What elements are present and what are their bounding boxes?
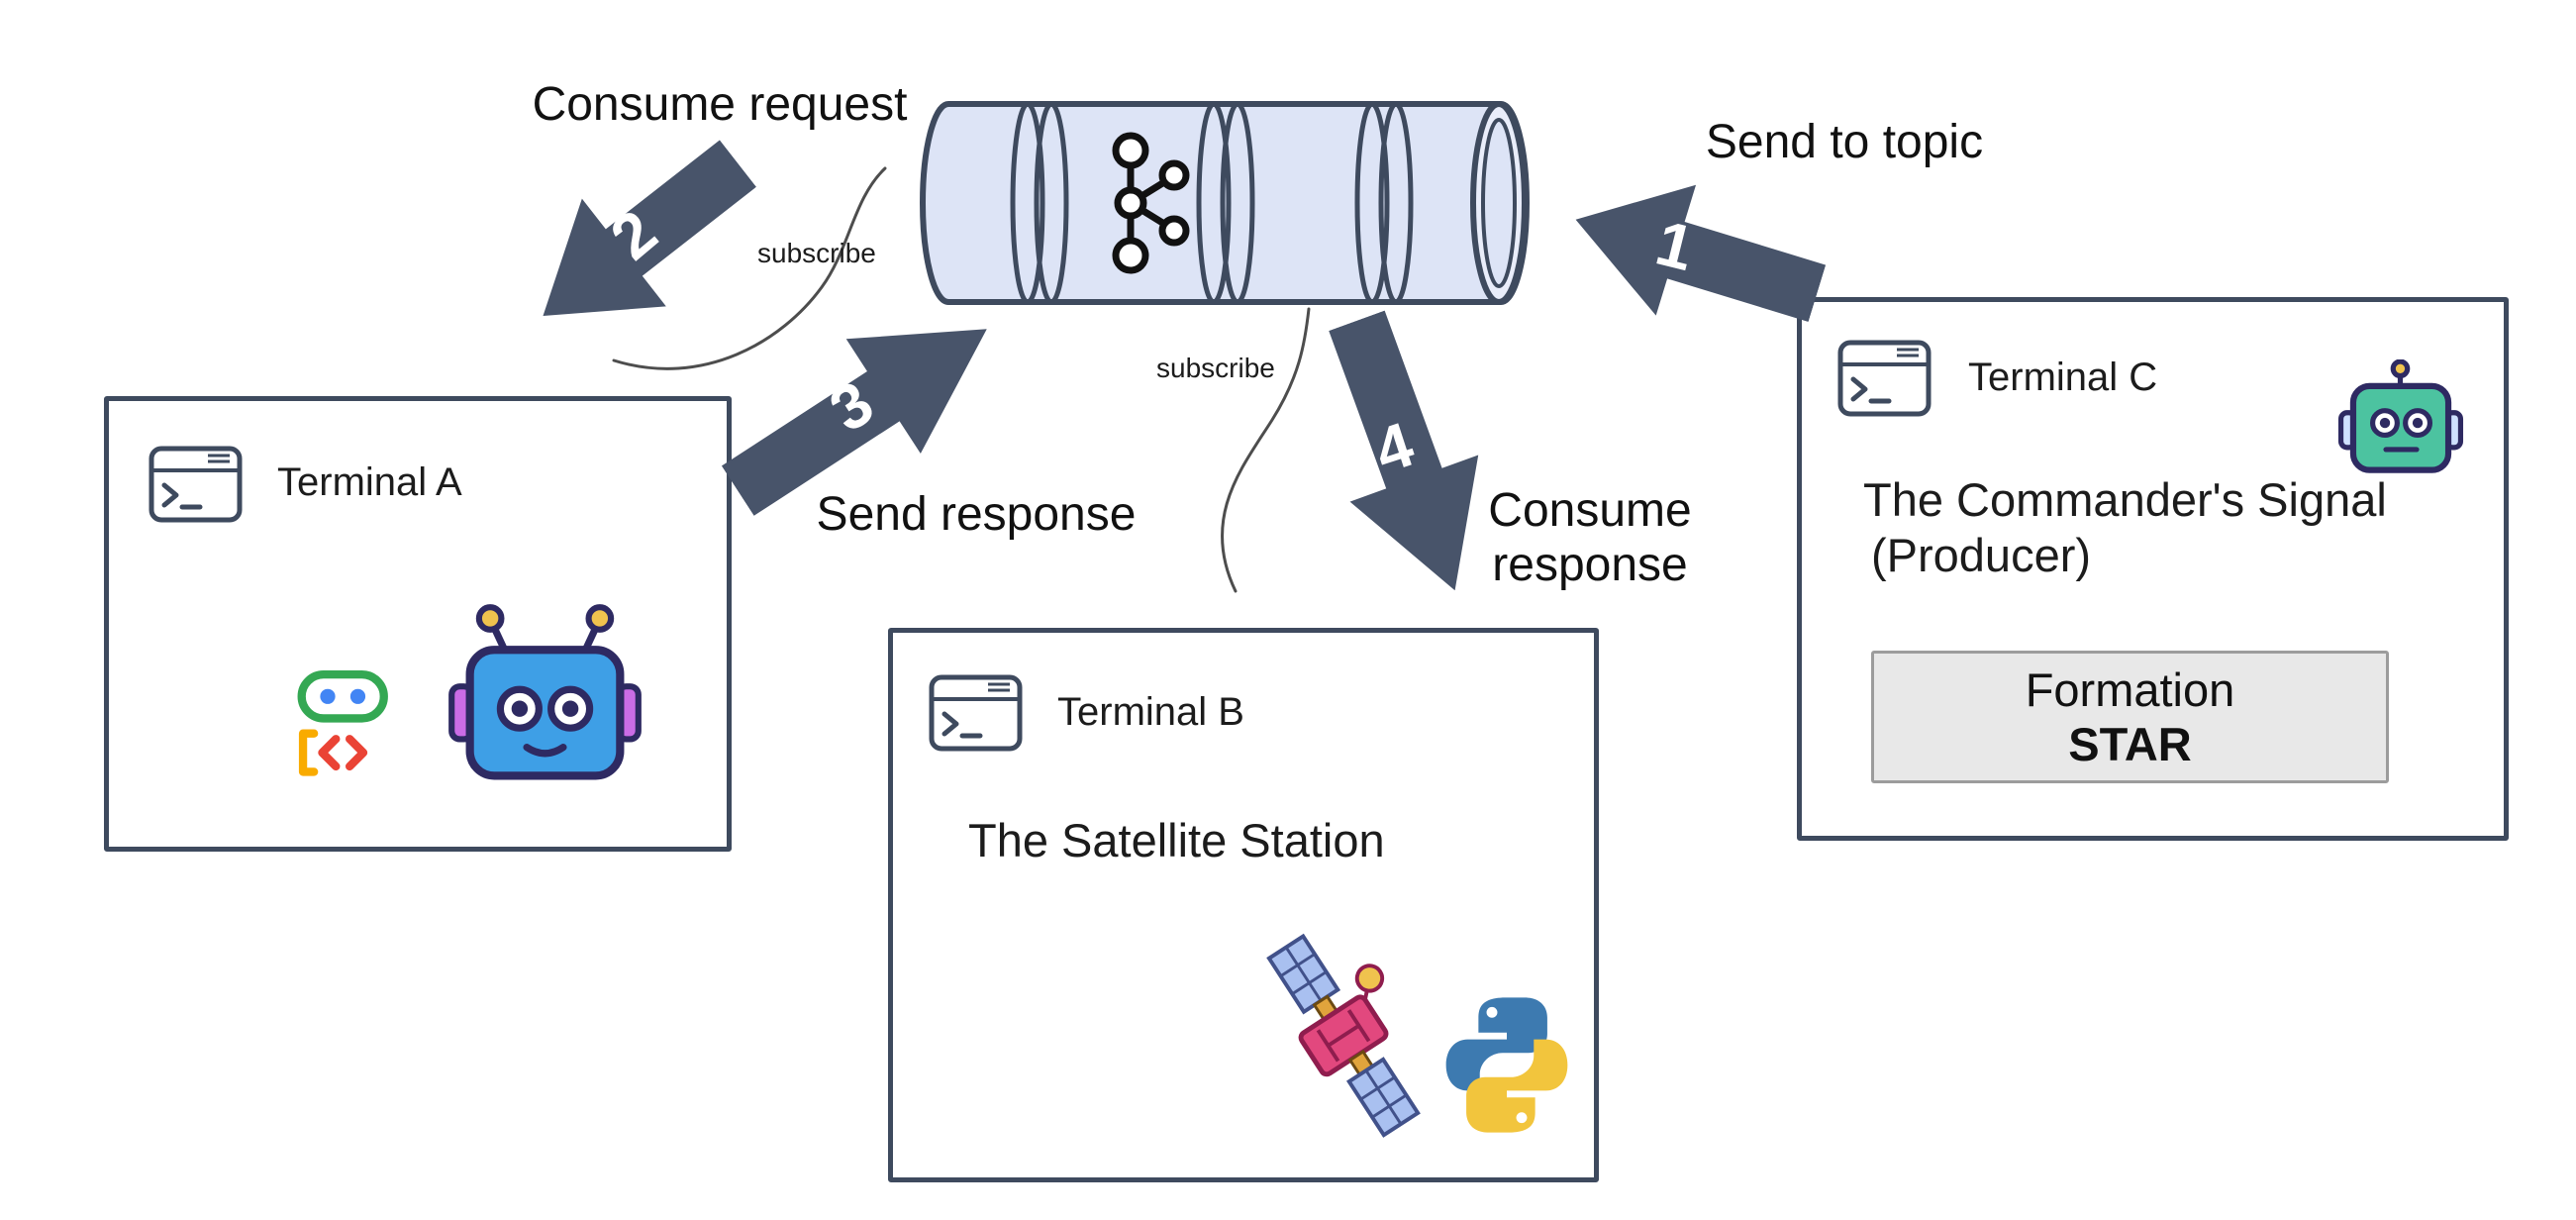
terminal-icon — [929, 674, 1023, 752]
robot-blue-icon — [448, 604, 642, 780]
send-to-topic-label: Send to topic — [1705, 116, 1984, 168]
subscribe-label-bottom: subscribe — [1156, 353, 1275, 383]
chatbot-icon — [297, 670, 388, 776]
terminal-icon — [149, 446, 243, 523]
terminal-c-box: Terminal C The Commander's Signal (Produ… — [1797, 297, 2509, 841]
formation-panel: Formation STAR — [1871, 651, 2389, 783]
terminal-c-role-line2: (Producer) — [1871, 529, 2092, 581]
consume-response-label: Consume response — [1488, 484, 1692, 592]
terminal-b-box: Terminal B The Satellite Station — [888, 628, 1599, 1182]
arrow-step-1-send-to-topic — [1554, 149, 1839, 364]
subscribe-label-left: subscribe — [757, 238, 876, 268]
robot-green-icon — [2337, 359, 2464, 473]
terminal-b-title: Terminal B — [1057, 690, 1244, 734]
terminal-c-title: Terminal C — [1968, 356, 2158, 399]
satellite-icon — [1266, 933, 1421, 1138]
terminal-a-title: Terminal A — [277, 460, 462, 504]
kafka-logo-icon — [1112, 132, 1190, 274]
terminal-icon — [1837, 340, 1932, 417]
terminal-b-subtitle: The Satellite Station — [968, 814, 1385, 866]
terminal-c-role-line1: The Commander's Signal — [1863, 473, 2387, 526]
send-response-label: Send response — [816, 488, 1137, 541]
formation-label: Formation — [2025, 663, 2235, 716]
python-icon — [1445, 997, 1568, 1133]
terminal-a-box: Terminal A — [104, 396, 732, 852]
formation-value: STAR — [2068, 718, 2192, 770]
consume-request-label: Consume request — [532, 78, 908, 131]
kafka-topic-cylinder — [920, 101, 1530, 305]
